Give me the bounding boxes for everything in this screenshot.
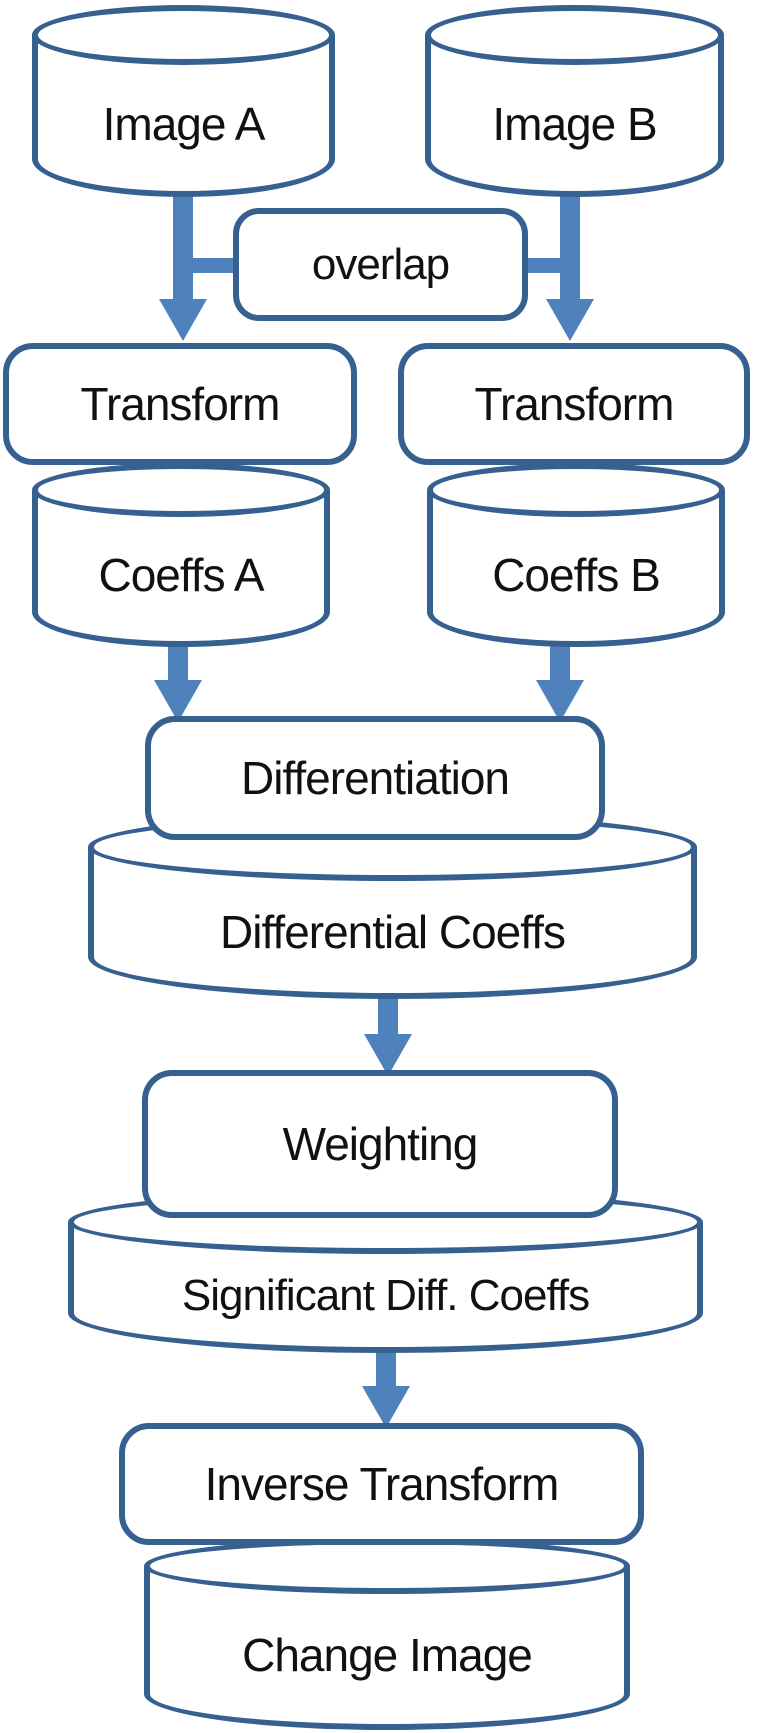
overlap-label: overlap — [311, 239, 450, 289]
arrow-image-a-to-transform-a — [159, 188, 207, 341]
change-image-label: Change Image — [242, 1629, 533, 1681]
coeffs-a-label: Coeffs A — [98, 549, 264, 602]
node-transform-b-box: Transform — [398, 343, 750, 465]
image-a-label: Image A — [102, 97, 266, 150]
node-image-b-cylinder: Image B — [425, 5, 724, 197]
arrow-coeffs-b-to-differentiation — [536, 645, 584, 722]
coeffs-b-label: Coeffs B — [492, 549, 661, 602]
connector-overlap-left — [191, 258, 237, 273]
transform-b-label: Transform — [474, 378, 675, 430]
differential-coeffs-label: Differential Coeffs — [220, 905, 566, 958]
node-differential-coeffs-cylinder: Differential Coeffs — [88, 813, 697, 999]
arrow-significant-coeffs-to-inverse-transform — [362, 1350, 410, 1428]
transform-a-label: Transform — [80, 378, 281, 430]
weighting-label: Weighting — [282, 1118, 479, 1170]
node-transform-a-box: Transform — [3, 343, 357, 465]
node-change-image-cylinder: Change Image — [144, 1538, 630, 1730]
node-weighting-box: Weighting — [142, 1070, 618, 1218]
arrow-coeffs-a-to-differentiation — [154, 645, 202, 722]
node-differentiation-box: Differentiation — [145, 716, 605, 840]
image-b-label: Image B — [492, 97, 657, 150]
node-coeffs-a-cylinder: Coeffs A — [32, 463, 330, 647]
node-image-a-cylinder: Image A — [32, 5, 335, 197]
differentiation-label: Differentiation — [241, 752, 510, 804]
significant-diff-coeffs-label: Significant Diff. Coeffs — [181, 1270, 590, 1320]
inverse-transform-label: Inverse Transform — [204, 1458, 560, 1510]
connector-overlap-right — [524, 258, 562, 273]
node-coeffs-b-cylinder: Coeffs B — [427, 463, 725, 647]
node-inverse-transform-box: Inverse Transform — [119, 1423, 644, 1545]
node-overlap-box: overlap — [233, 208, 528, 321]
arrow-differential-coeffs-to-weighting — [364, 996, 412, 1076]
arrow-image-b-to-transform-b — [546, 188, 594, 341]
